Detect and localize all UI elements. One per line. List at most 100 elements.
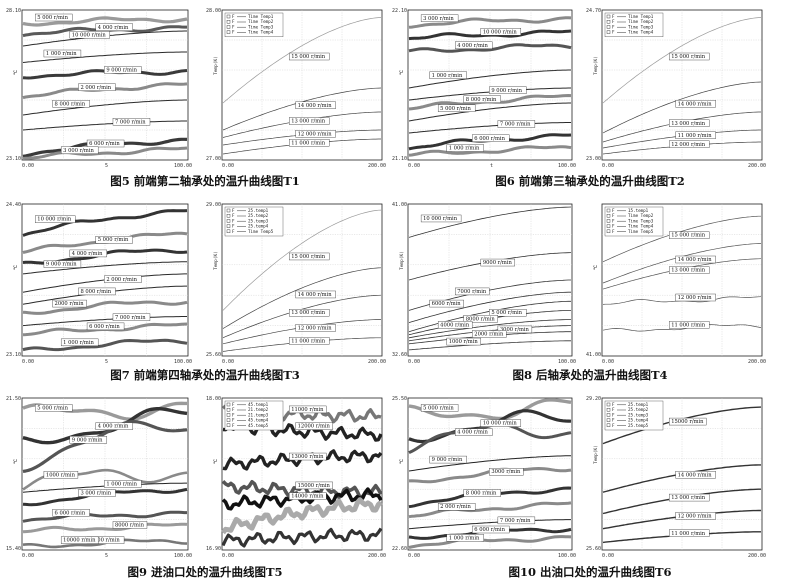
speed-label-box [60, 536, 99, 544]
legend-box [604, 12, 664, 37]
speed-label: 13000 r/min [291, 454, 324, 460]
speed-label-box [420, 14, 459, 22]
y-axis-label: Temp(K) [399, 251, 405, 270]
speed-label: 8 000 r/min [466, 97, 497, 103]
speed-label: 15 000 r/min [671, 54, 706, 60]
legend-swatch [226, 408, 231, 412]
legend-swatch [606, 413, 611, 417]
speed-label-box [86, 139, 125, 148]
x-tick-label: 0.00 [602, 359, 614, 365]
speed-label: 3 000 r/min [80, 491, 111, 497]
speed-label-box [675, 471, 716, 479]
speed-label: 5 000 r/min [37, 405, 68, 411]
legend-marker: F [612, 412, 615, 417]
speed-label: 1 000 r/min [46, 51, 77, 57]
speed-label: 5 000 r/min [37, 15, 68, 21]
legend-marker: F [232, 224, 235, 229]
speed-label-box [86, 322, 125, 331]
speed-label-box [289, 405, 327, 414]
legend-marker: F [612, 213, 615, 218]
speed-label: 3 000 r/min [63, 148, 94, 154]
legend-swatch [226, 20, 231, 24]
speed-label: 1000 r/min [46, 472, 76, 478]
speed-label-box [420, 214, 462, 223]
speed-label-box [429, 299, 464, 308]
speed-label: 14 000 r/min [678, 472, 713, 478]
y-tick-label: 21.50 [6, 396, 21, 402]
legend-swatch [226, 208, 231, 213]
figure-caption: 图10 出油口处的温升曲线图T6 [508, 565, 671, 579]
speed-label: 7 000 r/min [500, 518, 531, 524]
legend-marker: F [612, 229, 615, 234]
speed-label-box [112, 118, 151, 126]
y-tick-label: 32.60 [392, 352, 407, 358]
speed-label: 8 000 r/min [80, 289, 111, 295]
y-axis-label: Temp(K) [593, 56, 599, 75]
x-tick-label: 0.00 [22, 163, 34, 169]
speed-label: 7000 r/min [457, 289, 487, 295]
speed-label: 10 000 r/min [483, 29, 518, 35]
speed-label-box [455, 428, 493, 436]
speed-label: 11 000 r/min [671, 322, 706, 328]
speed-label: 1000 r/min [449, 339, 479, 345]
speed-label: 5 000 r/min [440, 106, 471, 112]
speed-label-box [455, 287, 490, 296]
y-tick-label: 18.00 [206, 396, 221, 402]
legend-marker: F [612, 407, 615, 412]
speed-label: 13 000 r/min [671, 268, 706, 274]
speed-label-box [289, 117, 330, 125]
legend-swatch [226, 224, 231, 228]
speed-label-box [675, 255, 716, 264]
speed-label: 8 000 r/min [466, 491, 497, 497]
speed-label: 6 000 r/min [474, 136, 505, 142]
speed-label-box [669, 417, 707, 426]
figure-caption: 图8 后轴承处的温升曲线图T4 [512, 368, 667, 382]
speed-label: 15000 r/min [298, 483, 331, 489]
figure-caption: 图7 前端第四轴承处的温升曲线图T3 [110, 368, 300, 382]
speed-label: 1 000 r/min [449, 535, 480, 541]
y-tick-label: 41.00 [586, 352, 601, 358]
speed-label: 7 000 r/min [115, 315, 146, 321]
legend-entry: 25.temp2 [248, 213, 269, 218]
speed-label: 11000 r/min [291, 407, 324, 413]
y-tick-label: 15.40 [6, 546, 21, 552]
speed-label-box [472, 330, 507, 338]
legend-entry: Time Temp5 [248, 229, 274, 234]
series-line [221, 497, 383, 535]
speed-label-box [43, 260, 82, 268]
legend-marker: F [612, 24, 615, 29]
series-line [408, 501, 572, 519]
speed-label: 6000 r/min [432, 301, 462, 307]
speed-label: 15 000 r/min [291, 254, 326, 260]
series-line [22, 16, 188, 27]
speed-label: 9000 r/min [483, 260, 513, 266]
speed-label: 2000 r/min [55, 301, 85, 307]
x-tick-label: 100.00 [174, 553, 192, 559]
x-tick-label: 0.00 [408, 553, 420, 559]
legend-marker: F [232, 208, 235, 213]
speed-label-box [446, 144, 484, 152]
legend-entry: Time Temp4 [628, 224, 654, 229]
speed-label-box [289, 337, 330, 345]
series-line [602, 215, 761, 263]
legend-entry: Time Temp3 [628, 24, 654, 29]
speed-label-box [675, 100, 716, 108]
legend-swatch [226, 213, 231, 218]
speed-label-box [295, 481, 333, 490]
speed-label: 14 000 r/min [298, 103, 333, 109]
legend-box [604, 400, 664, 431]
series-line [222, 17, 382, 104]
series-line [408, 291, 571, 323]
speed-label-box [289, 452, 327, 461]
legend-box [604, 206, 664, 237]
